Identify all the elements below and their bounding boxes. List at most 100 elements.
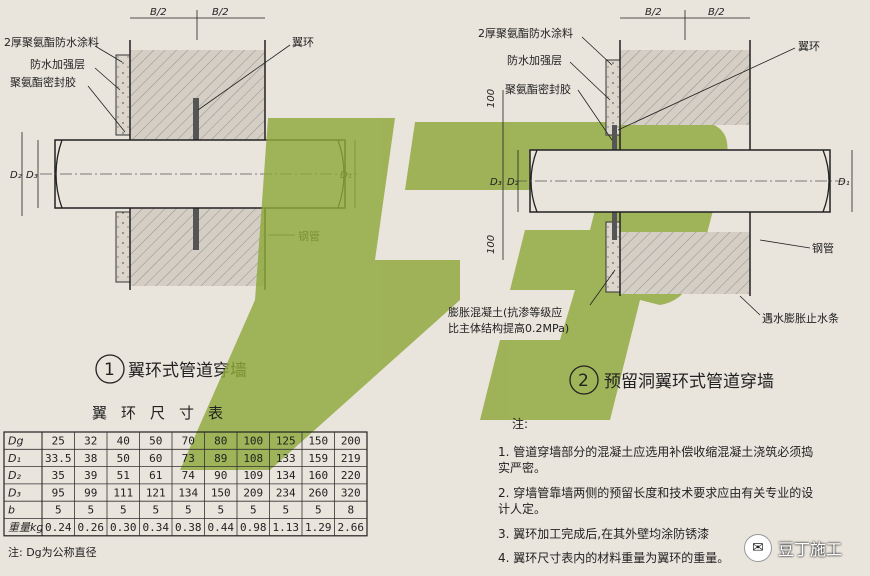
left-callout-ring: 翼环 (292, 36, 314, 49)
right-callout-ring: 翼环 (798, 40, 820, 53)
table-cell: 70 (182, 434, 195, 447)
table-cell: 25 (52, 434, 65, 447)
left-ring-upper (193, 98, 199, 140)
table-footnote: 注: Dg为公称直径 (8, 545, 97, 559)
table-cell: 0.34 (143, 521, 170, 534)
left-dim-d3: D₃ (26, 170, 38, 181)
table-cell: 209 (243, 486, 263, 499)
table-row-header: 重量kg (8, 521, 43, 534)
table-cell: 100 (243, 434, 263, 447)
right-dim-100-top: 100 (486, 89, 497, 108)
table-cell: 200 (341, 434, 361, 447)
right-dim-d2: D₂ (507, 177, 519, 188)
left-ring-lower (193, 208, 199, 250)
right-wall-lower (620, 232, 750, 294)
table-row-header: Dg (8, 434, 23, 447)
table-title: 翼环尺寸表 (92, 404, 237, 422)
table-cell: 121 (146, 486, 166, 499)
note-line-5: 3. 翼环加工完成后,在其外壁均涂防锈漆 (498, 526, 709, 541)
table-cell: 5 (185, 504, 192, 517)
watermark-text: 豆丁施工 (777, 540, 842, 559)
table-cell: 8 (347, 504, 354, 517)
table-cell: 80 (214, 434, 227, 447)
table-cell: 73 (182, 452, 195, 465)
left-title: 翼环式管道穿墙 (128, 361, 247, 381)
right-dim-100-bottom: 100 (486, 235, 497, 254)
table-cell: 150 (308, 434, 328, 447)
table-cell: 50 (149, 434, 162, 447)
notes: 注: 1. 管道穿墙部分的混凝土应选用补偿收缩混凝土浇筑必须捣 实严密。 2. … (498, 416, 813, 565)
table-cell: 50 (117, 452, 130, 465)
table-cell: 133 (276, 452, 296, 465)
table-cell: 134 (276, 469, 296, 482)
right-callout-concrete-2: 比主体结构提高0.2MPa) (448, 321, 569, 335)
table-cell: 220 (341, 469, 361, 482)
table-row-header: b (8, 504, 15, 517)
note-line-1: 1. 管道穿墙部分的混凝土应选用补偿收缩混凝土浇筑必须捣 (498, 444, 813, 459)
right-dim-d1: D₁ (838, 177, 850, 188)
table-cell: 111 (113, 486, 133, 499)
left-dim-d2: D₂ (10, 170, 22, 181)
watermark-badge: ✉ 豆丁施工 (743, 534, 842, 562)
left-title-circle (95, 354, 125, 384)
table-cell: 61 (149, 469, 162, 482)
table-cell: 89 (214, 452, 227, 465)
table-cell: 99 (84, 486, 97, 499)
table-row-header: D₁ (8, 452, 21, 465)
table-cell: 159 (308, 452, 328, 465)
table-cell: 150 (211, 486, 231, 499)
right-title-circle (569, 365, 599, 395)
left-callout-coating: 2厚聚氨酯防水涂料 (4, 35, 99, 49)
table-cell: 38 (84, 452, 97, 465)
table-cell: 5 (250, 504, 257, 517)
table-row-header: D₃ (8, 486, 21, 499)
table-cell: 33.5 (45, 452, 72, 465)
table-cell: 0.38 (175, 521, 202, 534)
left-dim-b-right: B/2 (212, 7, 229, 18)
table-cell: 160 (308, 469, 328, 482)
table-cell: 90 (214, 469, 227, 482)
right-dim-d3: D₃ (490, 177, 502, 188)
right-title: 预留洞翼环式管道穿墙 (604, 372, 774, 392)
table-cell: 0.30 (110, 521, 137, 534)
left-title-number: 1 (104, 360, 115, 380)
table-cell: 5 (315, 504, 322, 517)
table-cell: 0.24 (45, 521, 72, 534)
right-drawing: B/2 B/2 100 100 D₃ D₂ D₁ 2厚聚氨酯防水涂料 防水加强层… (448, 7, 853, 395)
table-cell: 32 (84, 434, 97, 447)
table-cell: 109 (243, 469, 263, 482)
note-line-4: 计人定。 (498, 501, 546, 516)
table-cell: 0.26 (78, 521, 105, 534)
note-line-2: 实严密。 (498, 460, 546, 475)
table-cell: 95 (52, 486, 65, 499)
right-callout-sealant: 聚氨酯密封胶 (505, 82, 571, 96)
table-cell: 2.66 (338, 521, 365, 534)
table-cell: 320 (341, 486, 361, 499)
table-cell: 60 (149, 452, 162, 465)
notes-heading: 注: (512, 416, 528, 431)
left-callout-sealant: 聚氨酯密封胶 (10, 75, 76, 89)
note-line-3: 2. 穿墙管靠墙两侧的预留长度和技术要求应由有关专业的设 (498, 485, 813, 500)
table-cell: 5 (217, 504, 224, 517)
right-title-number: 2 (578, 371, 589, 391)
table-cell: 5 (87, 504, 94, 517)
table-cell: 125 (276, 434, 296, 447)
table-cell: 39 (84, 469, 97, 482)
right-callout-coating: 2厚聚氨酯防水涂料 (478, 26, 573, 40)
table-cell: 74 (182, 469, 196, 482)
table-cell: 1.13 (273, 521, 300, 534)
note-line-6: 4. 翼环尺寸表内的材料重量为翼环的重量。 (498, 550, 729, 565)
left-dim-b-left: B/2 (150, 7, 167, 18)
table-cell: 0.44 (208, 521, 235, 534)
table-cell: 0.98 (240, 521, 267, 534)
table-row-header: D₂ (8, 469, 21, 482)
right-dim-b-left: B/2 (645, 7, 662, 18)
right-callout-concrete-1: 膨胀混凝土(抗渗等级应 (448, 305, 562, 319)
table-cell: 5 (282, 504, 289, 517)
table-cell: 40 (117, 434, 130, 447)
table-cell: 51 (117, 469, 130, 482)
